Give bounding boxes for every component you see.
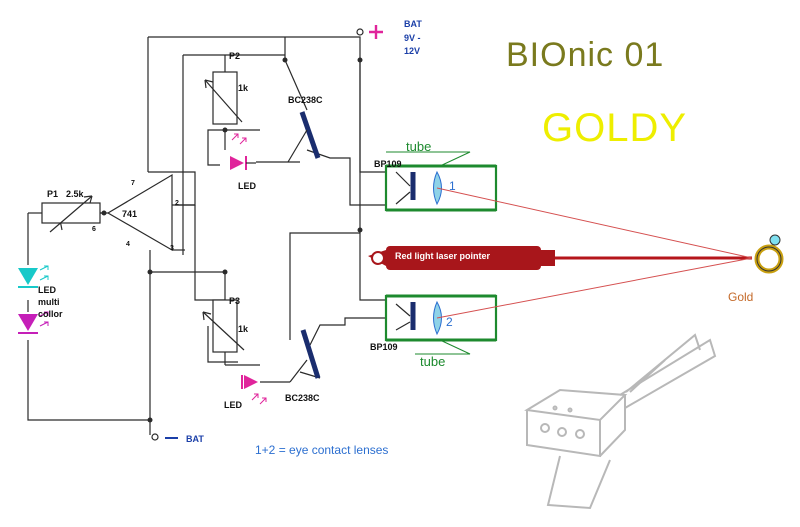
- led-multicolor-cyan: [18, 265, 49, 288]
- pin3-label: 3: [170, 245, 174, 252]
- bat-voltage-2: 12V: [404, 46, 421, 56]
- p1-value: 2.5k: [66, 189, 84, 199]
- subtitle: GOLDY: [542, 106, 688, 150]
- battery-positive-terminal: [356, 28, 364, 36]
- led-top: [230, 133, 256, 170]
- bat-top-label: BAT: [404, 19, 422, 29]
- pin7-label: 7: [131, 180, 135, 187]
- p3-label: P3: [229, 296, 241, 306]
- pin4-label: 4: [126, 241, 130, 248]
- tube-top: [384, 151, 498, 212]
- bp109-bottom-label: BP109: [370, 342, 398, 352]
- bat-voltage-1: 9V -: [404, 33, 421, 43]
- laser-pointer: [368, 246, 752, 270]
- bc238c-bottom-label: BC238C: [285, 393, 320, 403]
- gold-label: Gold: [728, 290, 754, 304]
- p1-label: P1: [47, 189, 59, 199]
- transistor-bc238c-bottom: [289, 329, 321, 383]
- p2-value: 1k: [238, 83, 249, 93]
- battery-plus-sign: [369, 25, 383, 39]
- pin6-label: 6: [92, 226, 96, 233]
- potentiometer-p2: [204, 71, 243, 125]
- opamp-741: [106, 173, 195, 252]
- led-multi-label-2: multi: [38, 297, 60, 307]
- device-sketch-icon: [524, 333, 717, 510]
- battery-negative-terminal: [151, 433, 159, 441]
- lens-1-label: 1: [449, 179, 456, 193]
- potentiometer-p3: [202, 299, 245, 353]
- transistor-bc238c-top: [287, 111, 321, 163]
- tube-bottom-label: tube: [420, 354, 446, 369]
- led-multicolor-magenta: [18, 311, 49, 334]
- led-multi-label-1: LED: [38, 285, 56, 295]
- led-multi-label-3: collor: [38, 309, 63, 319]
- reflected-beam-1: [436, 187, 753, 259]
- p2-label: P2: [229, 51, 241, 61]
- tube-bottom: [384, 294, 498, 355]
- led-top-label: LED: [238, 181, 256, 191]
- lens-2-label: 2: [446, 315, 453, 329]
- title: BIOnic 01: [506, 36, 665, 74]
- led-bottom-label: LED: [224, 400, 242, 410]
- bat-bottom-label: BAT: [186, 434, 204, 444]
- gold-ring-icon: [754, 234, 784, 274]
- bc238c-top-label: BC238C: [288, 95, 323, 105]
- led-bottom: [241, 375, 267, 405]
- p3-value: 1k: [238, 324, 249, 334]
- pin2-label: 2: [175, 200, 179, 207]
- note-eye-contact-lenses: 1+2 = eye contact lenses: [255, 443, 389, 457]
- laser-label: Red light laser pointer: [395, 251, 491, 261]
- reflected-beam-2: [436, 257, 753, 319]
- opamp-label: 741: [122, 209, 138, 219]
- junction-dots: [101, 57, 363, 423]
- circuit-wires: [27, 36, 386, 435]
- tube-top-label: tube: [406, 139, 432, 154]
- potentiometer-p1: [41, 195, 101, 233]
- bp109-top-label: BP109: [374, 159, 402, 169]
